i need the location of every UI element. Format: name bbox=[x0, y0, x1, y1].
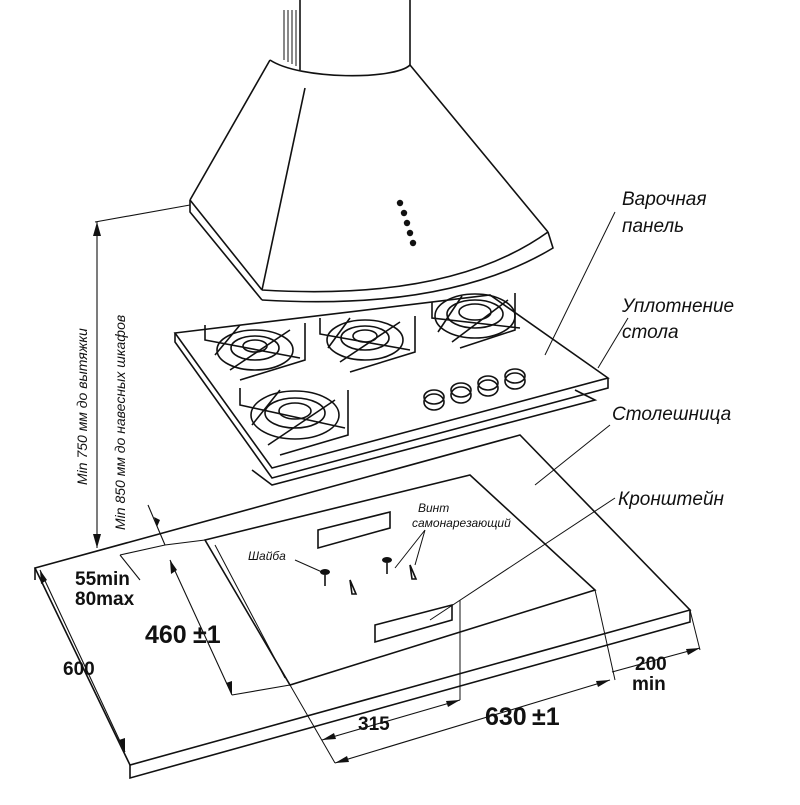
hob-knobs bbox=[423, 368, 526, 411]
seal-leader bbox=[597, 317, 629, 369]
edge-min-label: 55min bbox=[75, 569, 130, 590]
hood-rim bbox=[261, 231, 554, 303]
hood-canopy-sides bbox=[189, 59, 549, 233]
bracket-rear bbox=[317, 510, 391, 550]
cooker-hood bbox=[189, 0, 554, 303]
hood-vent-slots bbox=[283, 10, 297, 66]
washers bbox=[320, 557, 392, 586]
hob-base bbox=[251, 389, 598, 486]
countertop-front-edge bbox=[129, 610, 691, 780]
burner-rear-middle bbox=[319, 316, 416, 373]
half-width-value: 315 bbox=[358, 714, 390, 735]
cutout-inner-wall bbox=[214, 544, 286, 679]
hood-canopy-bottom bbox=[189, 199, 549, 293]
seal-label-line2: стола bbox=[622, 322, 679, 343]
cutout-depth-dimension bbox=[169, 559, 291, 696]
hood-chimney bbox=[299, 0, 411, 70]
depth-value: 600 bbox=[63, 659, 95, 680]
edge-max-label: 80max bbox=[75, 589, 135, 610]
screw-leader bbox=[394, 529, 426, 569]
side-min-value: 200 bbox=[635, 654, 667, 675]
burner-front-left bbox=[239, 388, 349, 456]
countertop-leader bbox=[534, 424, 611, 486]
hood-distance-label: Min 750 мм до вытяжки bbox=[74, 328, 90, 485]
hob-label-line2: панель bbox=[622, 216, 684, 237]
side-min-dimension bbox=[611, 609, 701, 673]
seal-label-line1: Уплотнение bbox=[621, 296, 734, 317]
bracket-front bbox=[374, 603, 453, 644]
screw-label-line1: Винт bbox=[418, 501, 449, 515]
countertop-label: Столешница bbox=[612, 404, 731, 425]
cutout-depth-value: 460 bbox=[145, 621, 187, 649]
washer-leader bbox=[294, 559, 323, 573]
depth-dimension bbox=[39, 569, 126, 753]
hob-panel bbox=[173, 293, 610, 486]
hob-label-line1: Варочная bbox=[622, 189, 707, 210]
screw-label-line2: самонарезающий bbox=[412, 516, 511, 530]
hob-leader bbox=[544, 211, 616, 356]
hood-collar bbox=[269, 59, 411, 77]
hood-rim-left bbox=[189, 200, 263, 301]
cutout-width-value: 630 bbox=[485, 703, 527, 731]
hood-distance-dimension bbox=[93, 204, 191, 548]
width-dimensions bbox=[289, 589, 616, 764]
hood-indicator-buttons bbox=[396, 199, 417, 247]
side-min-label: min bbox=[632, 674, 666, 695]
hob-glass-top bbox=[173, 294, 610, 469]
cutout-depth-tolerance: ±1 bbox=[193, 621, 221, 649]
hob-glass-edge bbox=[174, 333, 609, 479]
washer-label: Шайба bbox=[248, 549, 286, 563]
screws bbox=[349, 564, 418, 595]
burner-rear-right bbox=[431, 293, 521, 349]
bracket-leader bbox=[429, 497, 616, 621]
cabinet-distance-label: Min 850 мм до навесных шкафов bbox=[112, 315, 128, 530]
bracket-label: Кронштейн bbox=[618, 489, 725, 510]
hood-canopy-ridge bbox=[261, 87, 306, 291]
edge-offset-dimension bbox=[119, 504, 206, 581]
countertop-cutout bbox=[203, 474, 597, 686]
burner-rear-left bbox=[204, 323, 306, 381]
cutout-width-tolerance: ±1 bbox=[532, 703, 560, 731]
